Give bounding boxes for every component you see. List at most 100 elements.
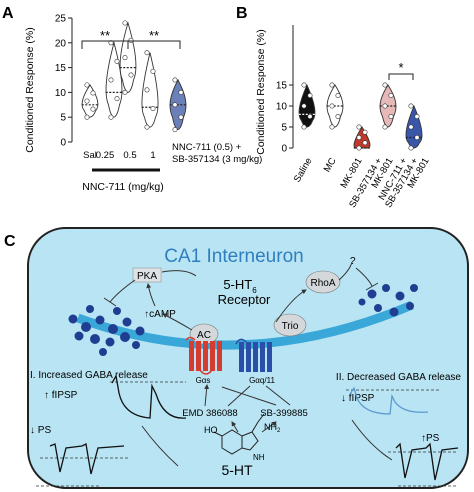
panel-b-point xyxy=(408,145,414,151)
rhoa-label: RhoA xyxy=(310,278,335,289)
panel-b-ytick-label: 15 xyxy=(276,81,288,92)
panel-a-letter: A xyxy=(2,5,14,22)
rhoa-ellipse xyxy=(305,270,341,294)
panel-a-point xyxy=(108,77,114,83)
panel-a-sig-bar-2 xyxy=(127,40,181,49)
panel-a-point xyxy=(150,68,156,74)
right-ps-trace xyxy=(395,442,459,481)
panel-a-violins xyxy=(81,20,187,133)
panel-a-xtick-label: 1 xyxy=(150,150,155,161)
pathway-arrows xyxy=(103,261,379,331)
panel-c-letter: C xyxy=(4,233,16,250)
panel-b-xtick-mc: MC xyxy=(322,156,339,174)
panel-a-point xyxy=(172,127,178,133)
trio-ellipse xyxy=(273,313,307,337)
pka-box xyxy=(132,267,162,283)
left-ps-label: ↓ PS xyxy=(30,425,51,436)
panel-b-ytick-label: 5 xyxy=(281,123,287,134)
panel-b-xticks: Saline MC MK-801 SB-357134 + MK-801 NNC-… xyxy=(292,156,432,210)
right-fipsp-label: ↓ fIPSP xyxy=(341,393,375,404)
panel-a-point xyxy=(122,55,128,61)
panel-b-point xyxy=(388,114,394,120)
panel-a-point xyxy=(90,106,96,112)
panel-b-point xyxy=(408,124,414,130)
left-fipsp-trace xyxy=(111,374,187,419)
sb-label: SB-399885 xyxy=(260,408,308,419)
panel-a-point xyxy=(108,114,114,120)
panel-a-xtick-label: NNC-711 (0.5) + xyxy=(172,142,242,153)
right-fipsp-trace xyxy=(349,386,429,415)
ac-label: AC xyxy=(197,330,211,341)
emd-label: EMD 386088 xyxy=(182,408,237,419)
gas-label: Gαs xyxy=(196,376,211,385)
panel-b-sig-bar xyxy=(388,73,414,80)
left-flow-arrow xyxy=(141,425,179,467)
panel-a-point xyxy=(144,50,150,56)
panel-b-point xyxy=(408,103,414,109)
panel-a-violin xyxy=(81,84,99,118)
panel-a-point xyxy=(84,98,90,104)
left-caption: I. Increased GABA release xyxy=(30,370,148,381)
panel-a-point xyxy=(84,82,90,88)
panel-a-sig-2: ** xyxy=(149,28,159,43)
panel-b-point xyxy=(335,93,341,99)
panel-a-point xyxy=(84,114,90,120)
panel-a-point xyxy=(114,96,120,102)
panel-b-point xyxy=(335,114,341,120)
panel-b-point xyxy=(307,93,313,99)
serotonin-label: 5-HT xyxy=(221,462,253,478)
vesicles-right xyxy=(358,284,418,317)
panel-a-xtick-label: SB-357134 (3 mg/kg) xyxy=(172,154,262,165)
panel-b-point xyxy=(356,145,362,151)
panel-a-point xyxy=(144,124,150,130)
panel-a-point xyxy=(128,37,134,43)
pka-label: PKA xyxy=(137,271,157,282)
panel-b-point xyxy=(382,103,388,109)
panel-b-violins xyxy=(298,82,423,151)
question-mark: ? xyxy=(350,256,356,267)
panel-b-xtick-saline: Saline xyxy=(292,156,315,184)
panel-b-point xyxy=(388,93,394,99)
receptor-label-line1: 5-HT6 xyxy=(223,277,257,295)
panel-a-point xyxy=(90,90,96,96)
trio-label: Trio xyxy=(282,321,299,332)
panel-a-ytick-label: 10 xyxy=(55,88,67,99)
panel-b-violin xyxy=(353,126,371,149)
panel-a-ytick-label: 15 xyxy=(55,63,67,74)
panel-a-point xyxy=(144,87,150,93)
panel-a-sig-1: ** xyxy=(100,28,110,43)
receptor-gaq xyxy=(235,338,272,372)
panel-a-point xyxy=(178,114,184,120)
panel-b-point xyxy=(301,82,307,88)
right-flow-arrow xyxy=(351,419,393,461)
nh-label: NH xyxy=(253,453,265,462)
panel-a-point xyxy=(114,58,120,64)
panel-b-ytick-label: 10 xyxy=(276,102,288,113)
panel-b-point xyxy=(301,103,307,109)
panel-a-violin xyxy=(119,21,137,93)
gaq-label: Gαq/11 xyxy=(249,376,275,385)
ho-label: HO xyxy=(204,425,218,435)
panel-a-ytick-label: 5 xyxy=(60,113,66,124)
panel-b-ylabel: Conditioned Response (%) xyxy=(255,29,267,155)
panel-a-point xyxy=(150,106,156,112)
panel-a-group-label: NNC-711 (mg/kg) xyxy=(82,181,164,193)
panel-b-violin xyxy=(298,83,316,128)
panel-a-ytick-label: 25 xyxy=(55,14,67,25)
panel-b-point xyxy=(382,82,388,88)
panel-a-point xyxy=(172,102,178,108)
panel-b-point xyxy=(414,114,420,120)
vesicles-left xyxy=(68,305,145,356)
panel-b-point xyxy=(301,124,307,130)
panel-b-sig: * xyxy=(398,60,403,75)
panel-a-xtick-label: 0.25 xyxy=(96,150,115,161)
panel-c: C CA1 Interneuron 5-HT6 Receptor PKA ↑cA… xyxy=(4,227,469,489)
right-caption: II. Decreased GABA release xyxy=(336,372,462,383)
receptor-gas xyxy=(185,336,222,375)
panel-a-xtick-label: 0.5 xyxy=(123,150,136,161)
cell-title: CA1 Interneuron xyxy=(164,246,303,267)
